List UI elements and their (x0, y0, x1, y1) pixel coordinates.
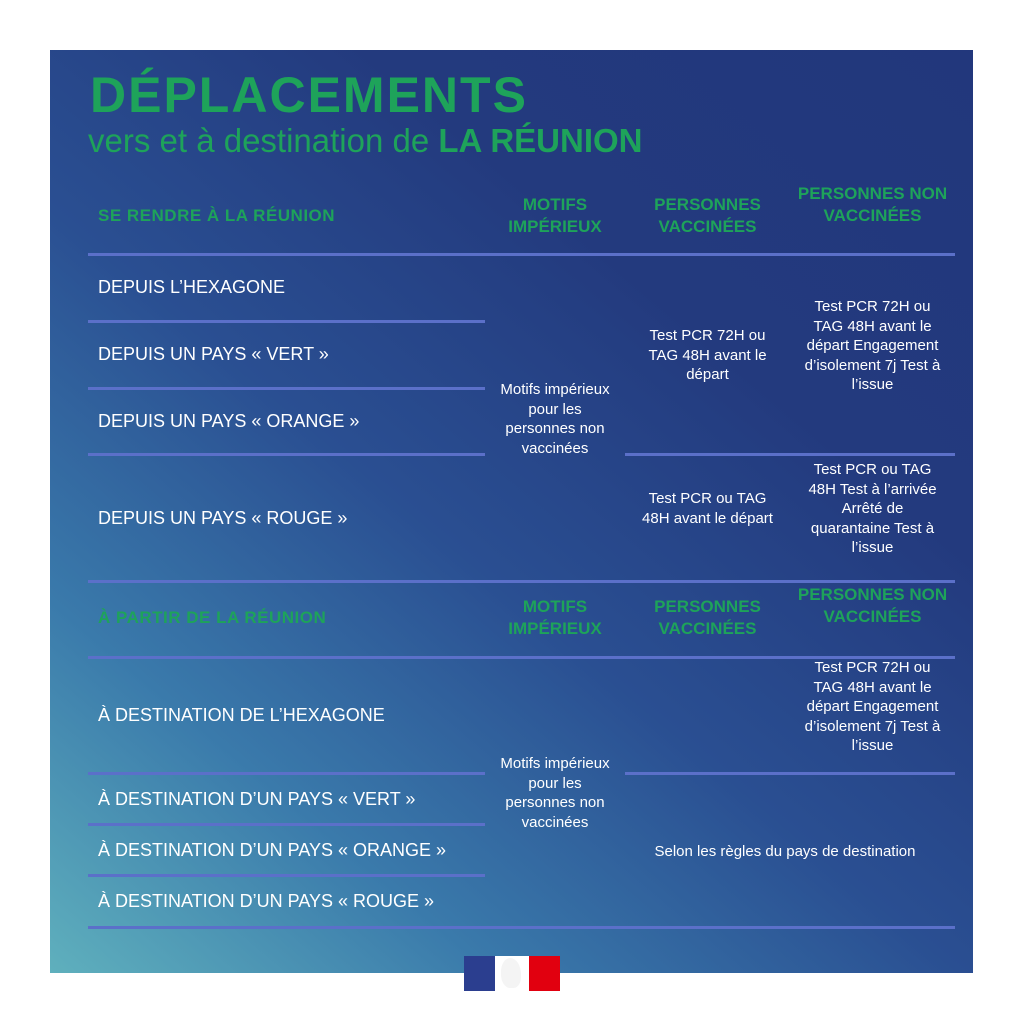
row-label: À DESTINATION D’UN PAYS « ORANGE » (98, 840, 447, 860)
divider (88, 580, 955, 583)
nonvacc-red-cell: Test PCR ou TAG 48H Test à l’arrivée Arr… (808, 461, 937, 556)
section2-heading: À PARTIR DE LA RÉUNION (98, 608, 327, 627)
divider (625, 453, 955, 456)
divider (88, 387, 485, 390)
row-label: À DESTINATION D’UN PAYS « VERT » (98, 789, 416, 809)
republique-francaise-logo (464, 956, 560, 991)
page-subtitle: vers et à destination de LA RÉUNION (88, 122, 643, 160)
divider (88, 453, 485, 456)
row-label: DEPUIS L’HEXAGONE (98, 277, 286, 297)
divider (88, 320, 485, 323)
col-unvaccinated-header: PERSONNES NON VACCINÉES (797, 585, 948, 626)
col-motifs-header: MOTIFS IMPÉRIEUX (508, 597, 602, 638)
row-label: DEPUIS UN PAYS « ORANGE » (98, 411, 360, 431)
infographic-panel (50, 50, 973, 973)
divider (88, 772, 485, 775)
row-label: DEPUIS UN PAYS « ROUGE » (98, 508, 348, 528)
col-unvaccinated-header: PERSONNES NON VACCINÉES (797, 184, 948, 225)
col-motifs-header: MOTIFS IMPÉRIEUX (508, 195, 602, 236)
motifs-cell: Motifs impérieux pour les personnes non … (500, 755, 610, 831)
divider (88, 253, 955, 256)
nonvacc-green-cell: Test PCR 72H ou TAG 48H avant le départ … (804, 298, 941, 393)
row-label: DEPUIS UN PAYS « VERT » (98, 344, 329, 364)
row-label: À DESTINATION D’UN PAYS « ROUGE » (98, 891, 435, 911)
col-vaccinated-header: PERSONNES VACCINÉES (654, 195, 761, 236)
row-label: À DESTINATION DE L’HEXAGONE (98, 705, 385, 725)
divider (88, 823, 485, 826)
vacc-green-cell: Test PCR 72H ou TAG 48H avant le départ (648, 327, 767, 383)
vacc-red-cell: Test PCR ou TAG 48H avant le départ (642, 490, 773, 527)
page-title: DÉPLACEMENTS (90, 67, 528, 123)
marianne-profile-icon (501, 958, 521, 988)
section1-heading: SE RENDRE À LA RÉUNION (98, 206, 336, 225)
divider (88, 874, 485, 877)
divider (88, 656, 955, 659)
motifs-cell: Motifs impérieux pour les personnes non … (500, 381, 610, 457)
col-vaccinated-header: PERSONNES VACCINÉES (654, 597, 761, 638)
divider (88, 926, 955, 929)
destination-rules-cell: Selon les règles du pays de destination (654, 843, 916, 860)
divider (625, 772, 955, 775)
nonvacc-hexagone-cell: Test PCR 72H ou TAG 48H avant le départ … (804, 659, 941, 754)
subtitle-prefix: vers et à destination de (88, 122, 430, 159)
subtitle-bold: LA RÉUNION (438, 122, 643, 159)
